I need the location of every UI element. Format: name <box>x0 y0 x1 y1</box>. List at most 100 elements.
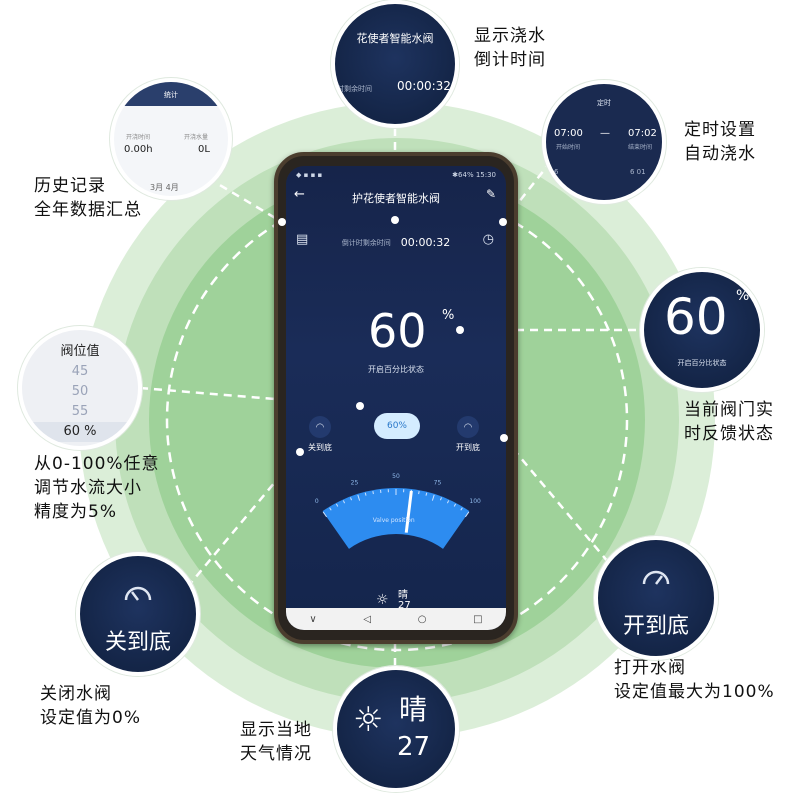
gauge-tick <box>329 507 332 511</box>
gauge-icon: ◠ <box>457 416 479 438</box>
callout-timer: 定时设置 自动浇水 <box>684 118 756 166</box>
gauge-icon: ◠ <box>309 416 331 438</box>
gauge-tick <box>342 500 346 504</box>
bubble-history-label-a: 开浇时间 <box>126 134 151 141</box>
callout-line: 显示浇水 <box>474 26 546 46</box>
bubble-history-months: 3月 4月 <box>150 183 179 192</box>
callout-line: 时反馈状态 <box>684 424 774 444</box>
clock-icon[interactable]: ◷ <box>482 232 494 247</box>
close-fully-button[interactable]: ◠ 关到底 <box>308 416 332 453</box>
bubble-valve-value: 45 <box>71 364 89 379</box>
bubble-valve: 阀位值 45 50 55 60 % <box>18 326 142 450</box>
bubble-open-label: 开到底 <box>622 614 689 639</box>
gauge-tick <box>460 507 463 511</box>
connector-dot <box>456 326 464 334</box>
nav-home-icon[interactable]: ○ <box>417 613 427 625</box>
status-right: ✱64% 15:30 <box>452 171 496 179</box>
callout-status: 当前阀门实 时反馈状态 <box>684 398 774 446</box>
bubble-weather-temp: 27 <box>397 732 431 762</box>
valve-gauge: 0 25 50 75 100 Valve position <box>315 473 481 549</box>
bubble-history: 统计 开浇时间 开浇水量 0.00h 0L 3月 4月 <box>110 78 232 200</box>
connector-dot <box>499 218 507 226</box>
sun-icon: ☼ <box>353 700 384 740</box>
connector-dot <box>391 216 399 224</box>
valve-value-picker[interactable]: 60% <box>374 413 420 439</box>
connector-dot <box>356 402 364 410</box>
callout-adjust: 从0-100%任意 调节水流大小 精度为5% <box>34 452 160 524</box>
bubble-close-label: 关到底 <box>104 630 171 655</box>
nav-back-icon[interactable]: ◁ <box>363 613 372 625</box>
gauge-tick <box>439 497 442 501</box>
gauge-tick <box>431 494 435 501</box>
open-fully-label: 开到底 <box>456 443 480 452</box>
bubble-timer-start-label: 开始时间 <box>556 144 581 151</box>
bubble-history-label-b: 开浇水量 <box>184 134 209 141</box>
bubble-history-header: 统计 <box>164 91 178 99</box>
callout-line: 关闭水阀 <box>40 684 112 704</box>
bubble-countdown-label: 时剩余时间 <box>337 85 372 93</box>
edit-icon[interactable]: ✎ <box>485 187 496 201</box>
callout-line: 倒计时间 <box>474 50 546 70</box>
connector-dot <box>296 448 304 456</box>
bubble-timer-end: 07:02 <box>628 128 657 139</box>
gauge-caption: Valve position <box>373 517 415 524</box>
bubble-status-value: 60 <box>664 288 728 346</box>
gauge-tick <box>446 500 450 504</box>
gauge-arc <box>322 488 470 549</box>
gauge-tick-label: 75 <box>434 479 442 486</box>
callout-line: 自动浇水 <box>684 144 756 164</box>
countdown-label: 倒计时剩余时间 <box>341 238 391 247</box>
callout-line: 历史记录 <box>34 176 106 196</box>
gauge-tick-label: 50 <box>392 473 400 480</box>
gauge-tick <box>372 491 374 495</box>
gauge-tick-label: 25 <box>351 479 359 486</box>
bubble-history-value-b: 0L <box>198 144 210 155</box>
status-bar: ◆ ▪ ▪ ▪ ✱64% 15:30 <box>286 166 506 184</box>
gauge-tick <box>418 491 420 495</box>
countdown-value: 00:00:32 <box>400 236 451 249</box>
gauge-tick <box>453 503 457 507</box>
gauge-tick <box>425 492 428 496</box>
connector-dot <box>278 218 286 226</box>
bubble-timer-header: 定时 <box>597 99 611 107</box>
nav-down-icon[interactable]: ∨ <box>309 613 317 625</box>
history-icon[interactable]: ▤ <box>296 232 309 247</box>
back-arrow-icon[interactable]: ← <box>294 187 305 202</box>
gauge-tick-label: 100 <box>469 498 481 505</box>
callout-line: 当前阀门实 <box>684 400 774 420</box>
gauge-tick-label: 0 <box>315 498 319 505</box>
countdown-row: 倒计时剩余时间 00:00:32 <box>286 236 506 249</box>
callout-line: 设定值为0% <box>40 708 141 728</box>
gauge-tick <box>464 511 470 518</box>
callout-line: 全年数据汇总 <box>34 200 142 220</box>
open-fully-button[interactable]: ◠ 开到底 <box>456 416 480 453</box>
bubble-close: 关到底 <box>76 552 200 676</box>
phone-screen: ◆ ▪ ▪ ▪ ✱64% 15:30 ← 护花使者智能水阀 ✎ ▤ 倒计时剩余时… <box>286 166 506 630</box>
callout-line: 设定值最大为100% <box>614 682 775 702</box>
callout-history: 历史记录 全年数据汇总 <box>34 174 142 222</box>
bubble-countdown-value: 00:00:32 <box>397 79 451 93</box>
gauge-tick <box>335 503 339 507</box>
callout-line: 从0-100%任意 <box>34 454 160 474</box>
callout-open: 打开水阀 设定值最大为100% <box>614 656 775 704</box>
weather-condition: 晴 <box>398 590 408 601</box>
callout-close: 关闭水阀 设定值为0% <box>40 682 141 730</box>
callout-line: 天气情况 <box>240 744 312 764</box>
callout-line: 精度为5% <box>34 502 117 522</box>
bubble-valve-value: 50 <box>71 384 89 399</box>
bubble-status: 60 % 开启百分比状态 <box>640 268 764 392</box>
sun-icon: ☼ <box>376 592 389 608</box>
nav-recents-icon[interactable]: □ <box>473 613 483 625</box>
bubble-status-label: 开启百分比状态 <box>677 359 727 367</box>
bubble-valve-selected: 60 % <box>22 422 138 442</box>
bubble-weather: ☼ 晴 27 <box>333 666 459 792</box>
callout-line: 打开水阀 <box>614 658 686 678</box>
bubble-countdown: 花使者智能水阀 时剩余时间 00:00:32 <box>331 0 459 128</box>
phone-mockup: ◆ ▪ ▪ ▪ ✱64% 15:30 ← 护花使者智能水阀 ✎ ▤ 倒计时剩余时… <box>274 152 518 644</box>
gauge-icon <box>124 586 152 601</box>
app-title: 护花使者智能水阀 <box>352 192 440 205</box>
gauge-tick <box>357 494 361 501</box>
bubble-valve-header: 阀位值 <box>60 344 100 359</box>
bubble-timer-row-a: 6 <box>554 168 559 176</box>
weather-temp: 27 <box>398 600 411 611</box>
